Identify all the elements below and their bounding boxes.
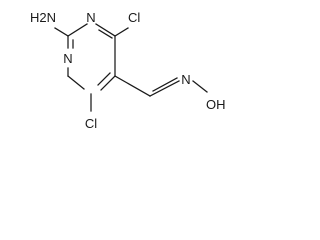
bond-c2-n1 <box>67 23 88 37</box>
bond-n1-c6-double <box>98 29 113 39</box>
bond-n1-c6 <box>95 23 116 37</box>
bond-c5-ch <box>114 75 151 97</box>
ring-nitrogen-top-label: N <box>86 10 95 25</box>
bond-c6-chloro <box>114 27 129 37</box>
pyrimidine-ring-bonds <box>67 23 116 91</box>
bond-c2-amino <box>54 27 69 37</box>
bond-n-o <box>192 80 208 93</box>
bond-c4-n3 <box>67 75 85 90</box>
substituent-bonds <box>54 27 208 112</box>
chemical-structure-diagram: H2N N N Cl Cl N OH <box>30 10 226 131</box>
bond-ch-n <box>149 80 180 97</box>
chloro-bottom-label: Cl <box>85 116 97 131</box>
chloro-top-label: Cl <box>128 10 140 25</box>
amino-label: H2N <box>30 10 56 25</box>
bond-c5-c4 <box>100 75 116 91</box>
bond-c5-c4-double <box>97 72 111 86</box>
hydroxyl-label: OH <box>206 97 226 112</box>
oxime-nitrogen-label: N <box>181 72 190 87</box>
bond-ch-n-double <box>152 77 178 92</box>
ring-nitrogen-bottom-label: N <box>63 51 72 66</box>
atom-labels: H2N N N Cl Cl N OH <box>30 10 226 131</box>
